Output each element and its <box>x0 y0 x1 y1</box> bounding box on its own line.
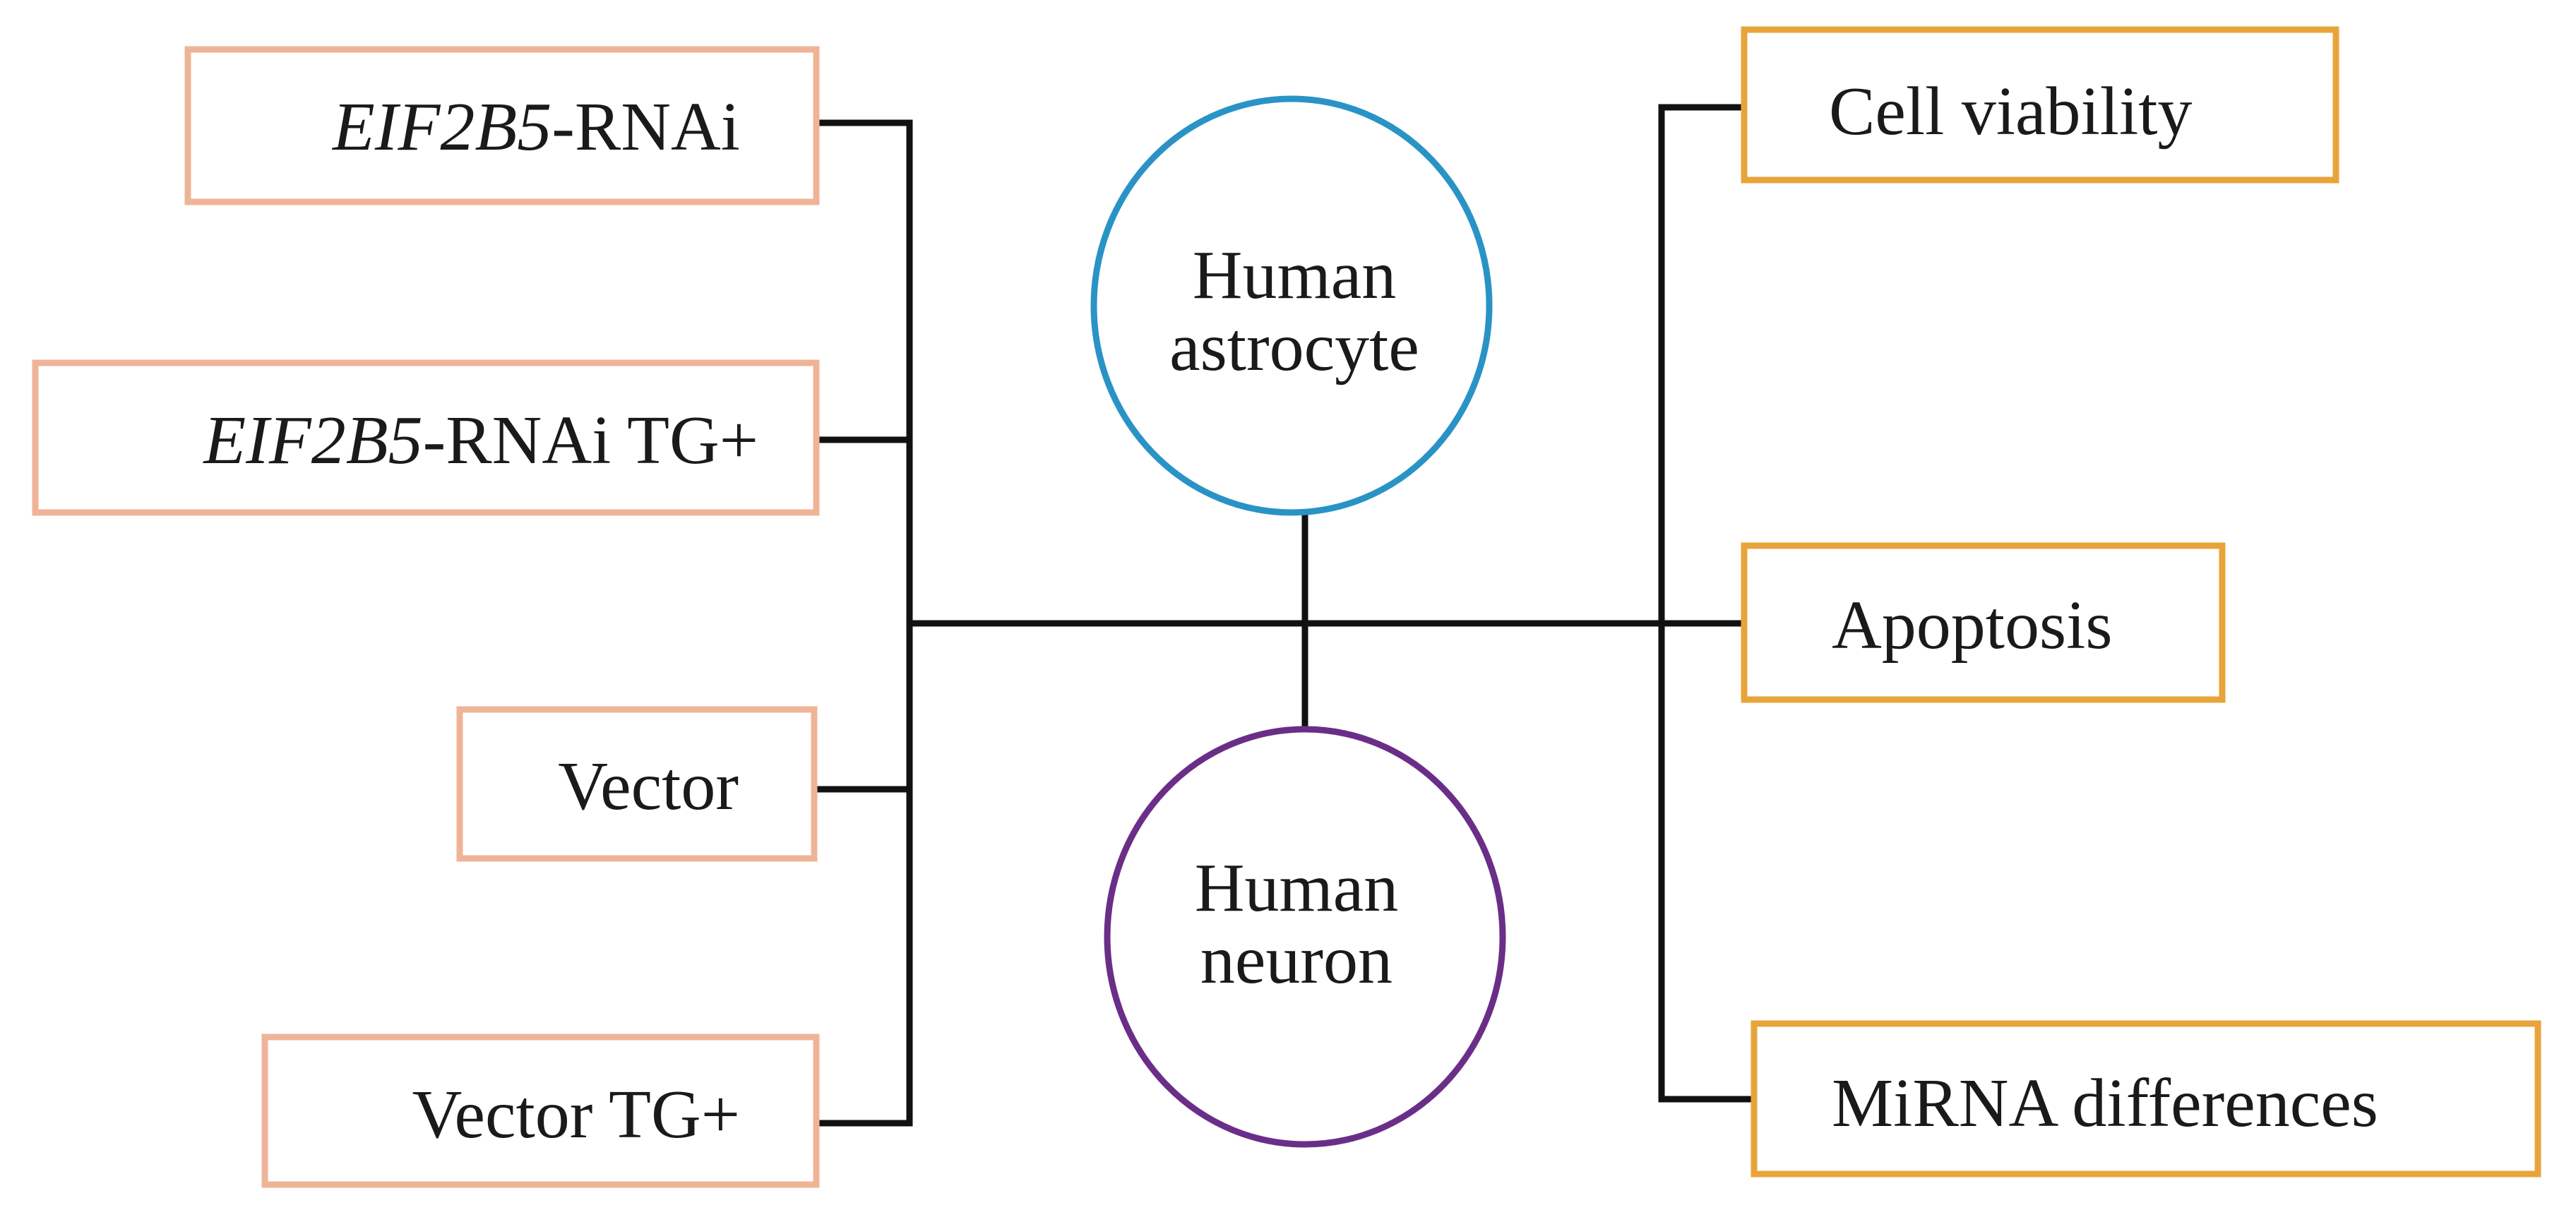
condition-boxes <box>32 46 820 1188</box>
assay-label-miRNA-differences: MiRNA differences <box>1832 1065 2378 1142</box>
connector-lines <box>816 104 1755 1127</box>
condition-suffix: Vector <box>558 748 739 825</box>
neuron-label-line-2: neuron <box>1200 922 1393 998</box>
cell-type-labels: Human astrocyte Human neuron <box>1169 237 1419 998</box>
assay-labels: Cell viability Apoptosis MiRNA differenc… <box>1829 73 2378 1142</box>
condition-label-eif2b5-rnai: EIF2B5-RNAi <box>331 89 740 165</box>
assay-box-apoptosis <box>1741 542 2226 703</box>
astrocyte-label-line-1: Human <box>1193 237 1397 313</box>
condition-suffix: -RNAi TG+ <box>423 402 758 479</box>
condition-suffix: Vector TG+ <box>412 1077 740 1153</box>
condition-label-vector: Vector <box>558 748 739 825</box>
assay-boxes <box>1741 26 2541 1178</box>
gene-name: EIF2B5 <box>202 402 422 479</box>
assay-label-cell-viability: Cell viability <box>1829 73 2192 150</box>
gene-name: EIF2B5 <box>331 89 551 165</box>
neuron-label-line-1: Human <box>1195 850 1399 926</box>
condition-box-eif2b5-rnai <box>184 46 820 205</box>
cell-type-circles <box>1090 95 1506 1148</box>
astrocyte-label-line-2: astrocyte <box>1169 309 1419 385</box>
assay-box-cell-viability <box>1741 26 2339 184</box>
condition-suffix: -RNAi <box>551 89 740 165</box>
condition-box-eif2b5-rnai-tg <box>32 359 820 516</box>
condition-label-eif2b5-rnai-tg: EIF2B5-RNAi TG+ <box>202 402 758 479</box>
condition-labels: EIF2B5-RNAi EIF2B5-RNAi TG+ Vector Vecto… <box>202 89 758 1153</box>
condition-label-vector-tg: Vector TG+ <box>412 1077 740 1153</box>
neuron-circle <box>1104 726 1506 1148</box>
condition-box-vector-tg <box>261 1034 820 1188</box>
condition-box-vector <box>456 706 818 862</box>
assay-label-apoptosis: Apoptosis <box>1832 587 2113 664</box>
assay-box-miRNA-differences <box>1751 1020 2541 1178</box>
astrocyte-circle <box>1090 95 1493 516</box>
